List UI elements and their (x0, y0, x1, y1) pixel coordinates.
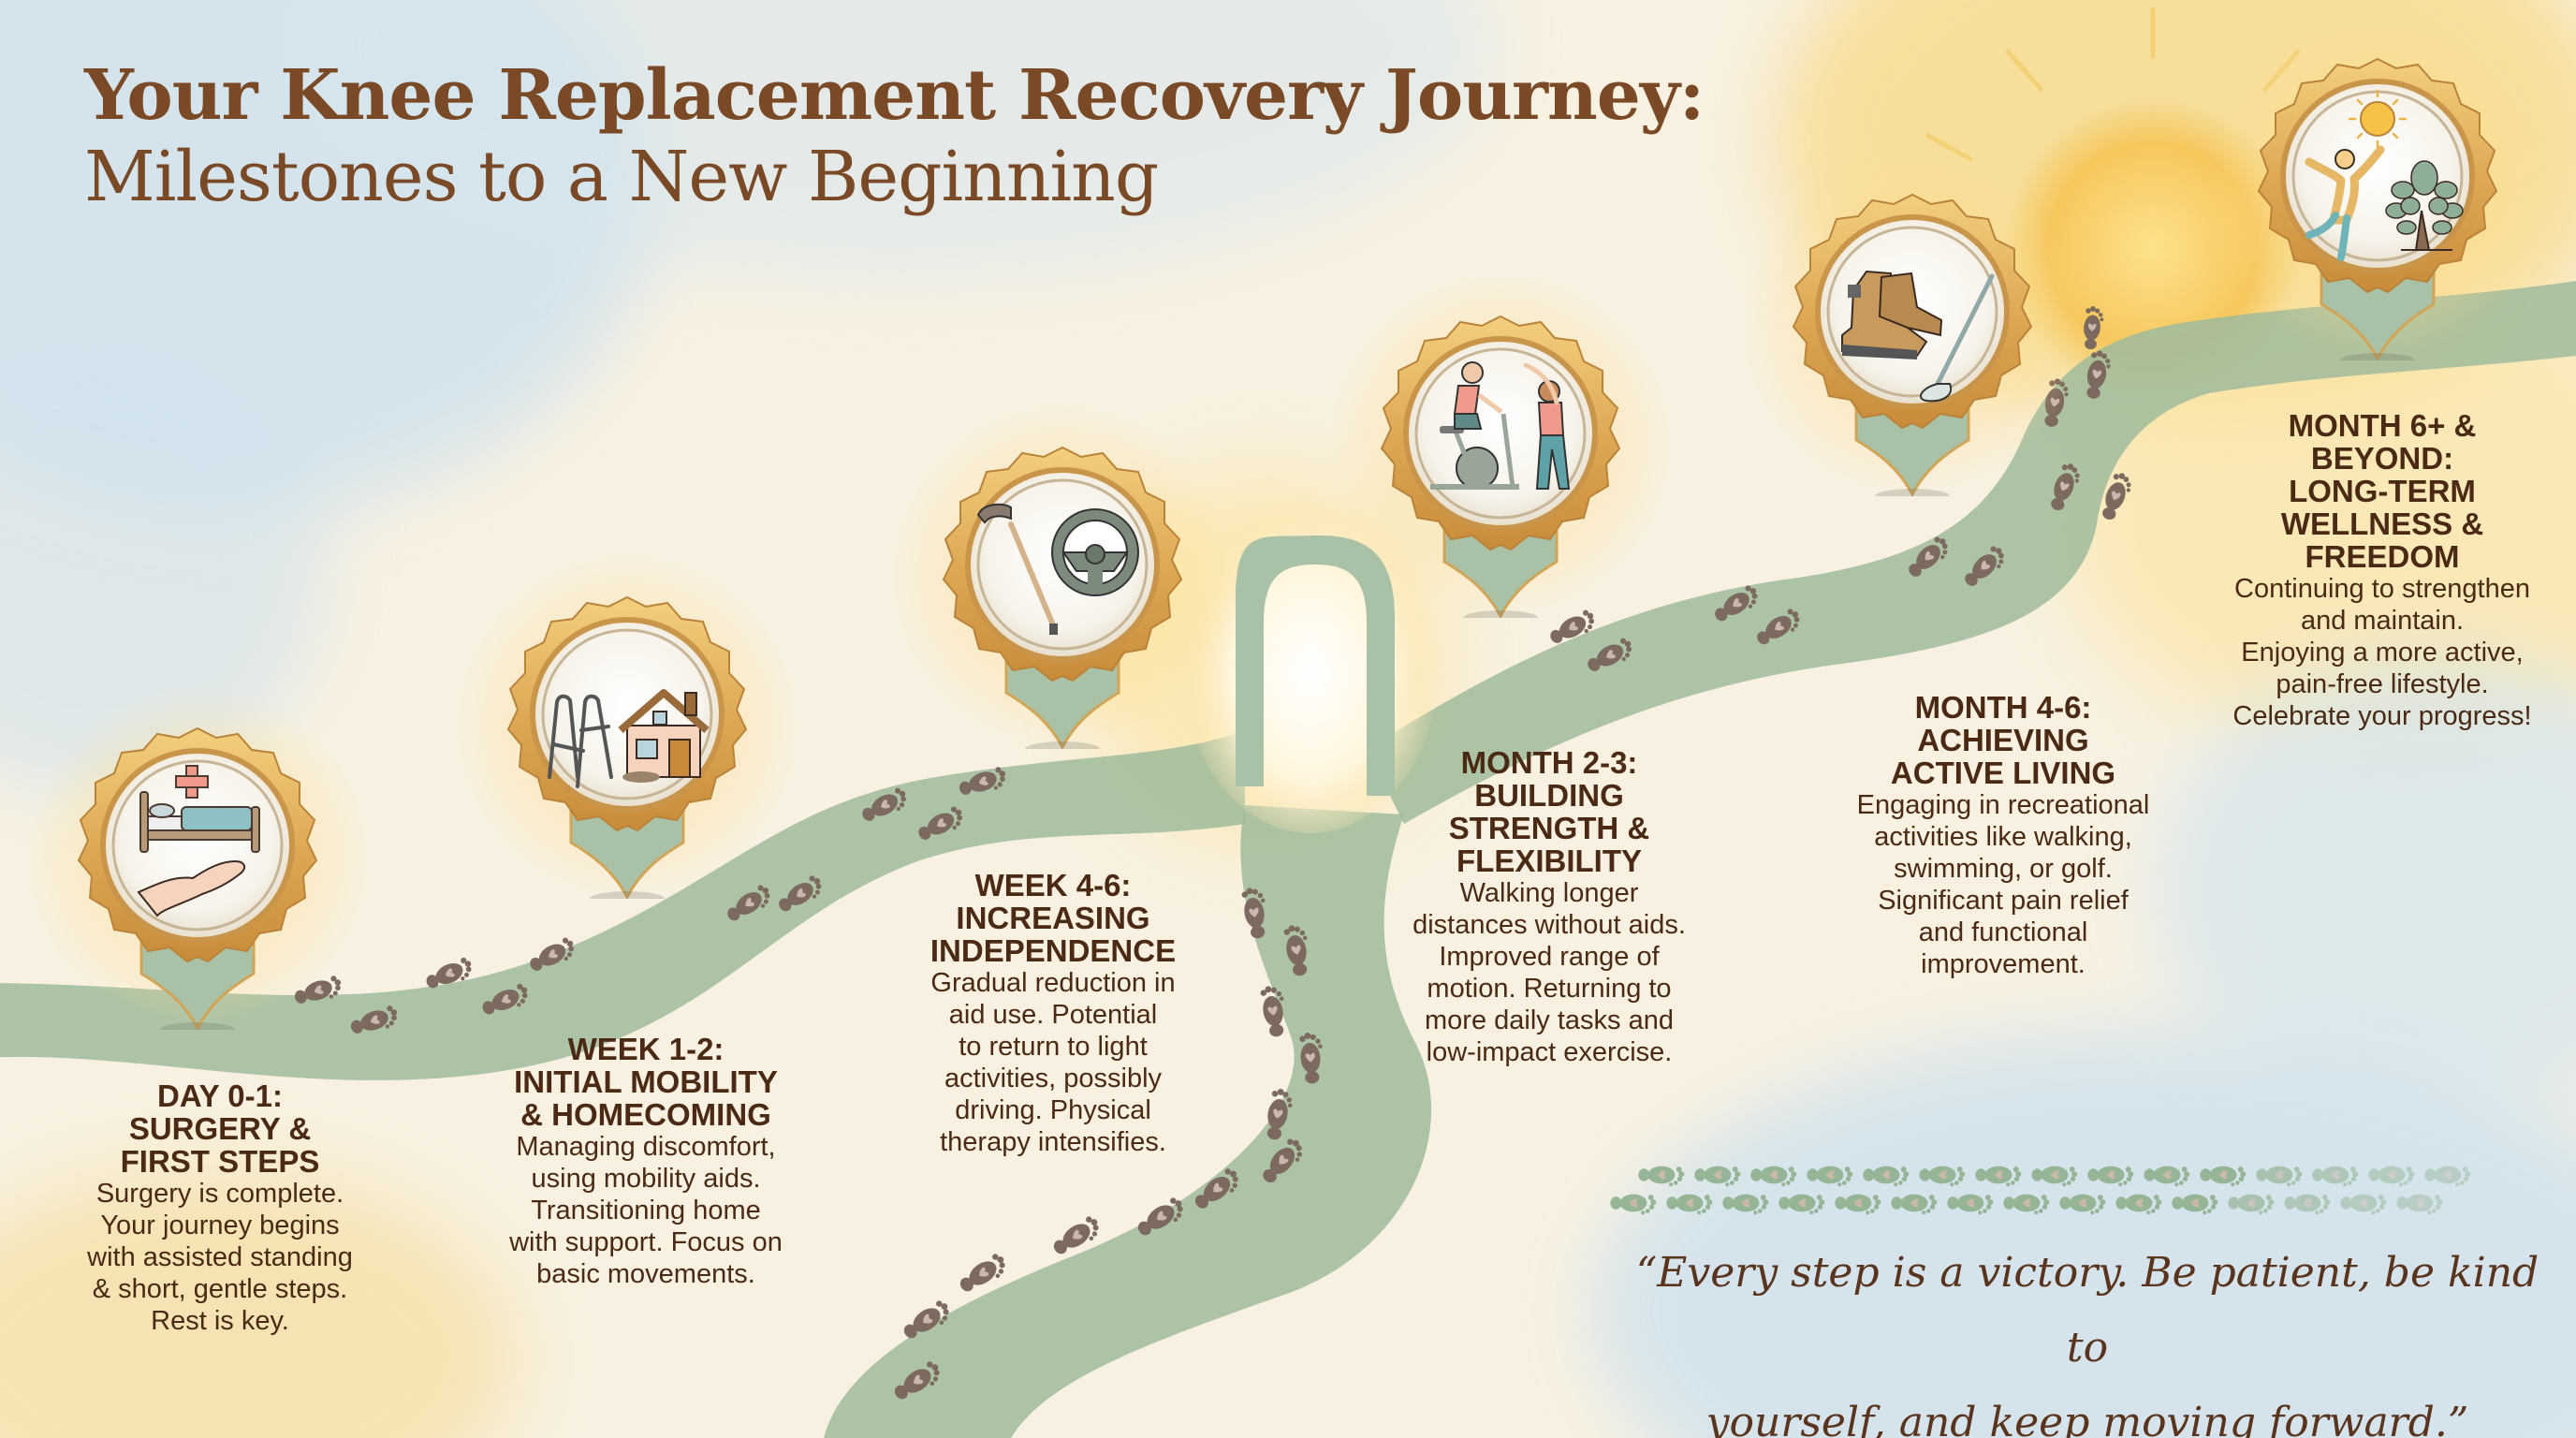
milestone-description: driving. Physical (955, 1095, 1151, 1125)
milestone-text-month-6-plus: MONTH 6+ & BEYOND: LONG-TERM WELLNESS & … (2200, 409, 2565, 732)
joyful-person-sun-and-tree-icon (2305, 89, 2464, 261)
milestone-description: Celebrate your progress! (2232, 701, 2532, 731)
milestone-badge-week-4-6 (889, 403, 1236, 749)
milestone-title: FIRST STEPS (120, 1144, 320, 1179)
milestone-description: pain-free lifestyle. (2276, 669, 2489, 699)
exercise-bike-and-stretching-icon (1430, 361, 1571, 490)
walker-and-house-icon (548, 694, 613, 788)
milestone-title: INITIAL MOBILITY (514, 1064, 778, 1099)
cane-and-steering-wheel-icon (976, 503, 1139, 635)
hiking-boots-and-golf-club-icon (1841, 270, 1995, 403)
milestone-description: to return to light (959, 1032, 1148, 1062)
decorative-footprint-row (1610, 1166, 2471, 1215)
milestone-text-month-2-3: MONTH 2-3: BUILDING STRENGTH & FLEXIBILI… (1376, 746, 1722, 1068)
milestone-description: improvement. (1921, 949, 2086, 979)
milestone-description: Engaging in recreational (1856, 790, 2150, 820)
milestone-description: Continuing to strengthen (2234, 574, 2530, 604)
milestone-text-week-1-2: WEEK 1-2: INITIAL MOBILITY & HOMECOMING … (459, 1033, 833, 1290)
milestone-title: BUILDING (1474, 778, 1624, 813)
milestone-badge-week-1-2 (454, 552, 800, 899)
milestone-title: INDEPENDENCE (929, 933, 1177, 968)
milestone-title: & HOMECOMING (520, 1097, 771, 1132)
milestone-badge-month-4-6 (1739, 150, 2086, 496)
milestone-description: Managing discomfort, (516, 1132, 776, 1162)
milestone-description: using mobility aids. (531, 1164, 761, 1194)
house-icon-part (618, 689, 710, 783)
milestone-description: activities, possibly (944, 1064, 1163, 1093)
title-subtitle: Milestones to a New Beginning (84, 137, 1159, 218)
milestone-description: and maintain. (2300, 606, 2465, 636)
milestone-title: LONG-TERM (2289, 474, 2476, 508)
milestone-period: MONTH 2-3: (1460, 745, 1638, 780)
milestone-description: Significant pain relief (1878, 886, 2129, 916)
milestone-title: FREEDOM (2305, 539, 2460, 574)
milestone-description: Enjoying a more active, (2241, 638, 2524, 668)
milestone-description: motion. Returning to (1427, 974, 1672, 1004)
milestone-badge-month-6-plus (2204, 14, 2551, 360)
milestone-badge-day-0-1 (24, 683, 371, 1030)
milestone-title: BEYOND: (2310, 441, 2454, 476)
milestone-description: with support. Focus on (509, 1227, 783, 1257)
milestone-description: activities like walking, (1874, 822, 2132, 852)
milestone-title: INCREASING (956, 901, 1150, 935)
milestone-description: & short, gentle steps. (92, 1274, 348, 1304)
milestone-title: FLEXIBILITY (1456, 844, 1642, 878)
milestone-description: Your journey begins (100, 1211, 340, 1240)
milestone-description: with assisted standing (87, 1242, 353, 1272)
milestone-title: STRENGTH & (1448, 811, 1650, 845)
motivational-quote: “Every step is a victory. Be patient, be… (1629, 1236, 2546, 1438)
milestone-description: and functional (1918, 917, 2088, 947)
milestone-description: Walking longer (1459, 878, 1639, 908)
milestone-description: Gradual reduction in (930, 968, 1176, 998)
milestone-description: basic movements. (536, 1259, 755, 1289)
quote-line-1: “Every step is a victory. Be patient, be… (1635, 1249, 2539, 1372)
title-main: Your Knee Replacement Recovery Journey: (84, 55, 1705, 136)
milestone-description: therapy intensifies. (940, 1127, 1166, 1157)
milestone-period: WEEK 1-2: (567, 1032, 724, 1066)
milestone-description: Transitioning home (531, 1196, 761, 1225)
milestone-title: WELLNESS & (2280, 506, 2484, 541)
milestone-description: Surgery is complete. (95, 1179, 344, 1209)
milestone-description: low-impact exercise. (1426, 1037, 1673, 1067)
milestone-description: aid use. Potential (948, 1000, 1158, 1030)
milestone-period: MONTH 4-6: (1914, 690, 2092, 725)
milestone-text-day-0-1: DAY 0-1: SURGERY & FIRST STEPS Surgery i… (37, 1079, 402, 1337)
milestone-title: SURGERY & (128, 1111, 312, 1146)
milestone-period: DAY 0-1: (157, 1078, 283, 1113)
milestone-description: swimming, or golf. (1894, 854, 2113, 884)
page-title: Your Knee Replacement Recovery Journey: … (84, 55, 1705, 221)
milestone-title: ACHIEVING (1917, 723, 2089, 757)
milestone-description: Improved range of (1439, 942, 1660, 972)
milestone-period: WEEK 4-6: (974, 868, 1132, 902)
quote-line-2: yourself, and keep moving forward.” (1705, 1399, 2469, 1438)
milestone-text-week-4-6: WEEK 4-6: INCREASING INDEPENDENCE Gradua… (894, 869, 1212, 1158)
milestone-description: Rest is key. (151, 1306, 289, 1336)
milestone-period: MONTH 6+ & (2288, 408, 2477, 443)
milestone-badge-month-2-3 (1327, 271, 1674, 618)
hospital-bed-and-caring-hand-icon (137, 765, 260, 917)
milestone-description: more daily tasks and (1425, 1005, 1674, 1035)
milestone-title: ACTIVE LIVING (1890, 756, 2116, 790)
milestone-description: distances without aids. (1412, 910, 1686, 940)
milestone-text-month-4-6: MONTH 4-6: ACHIEVING ACTIVE LIVING Engag… (1825, 691, 2181, 980)
